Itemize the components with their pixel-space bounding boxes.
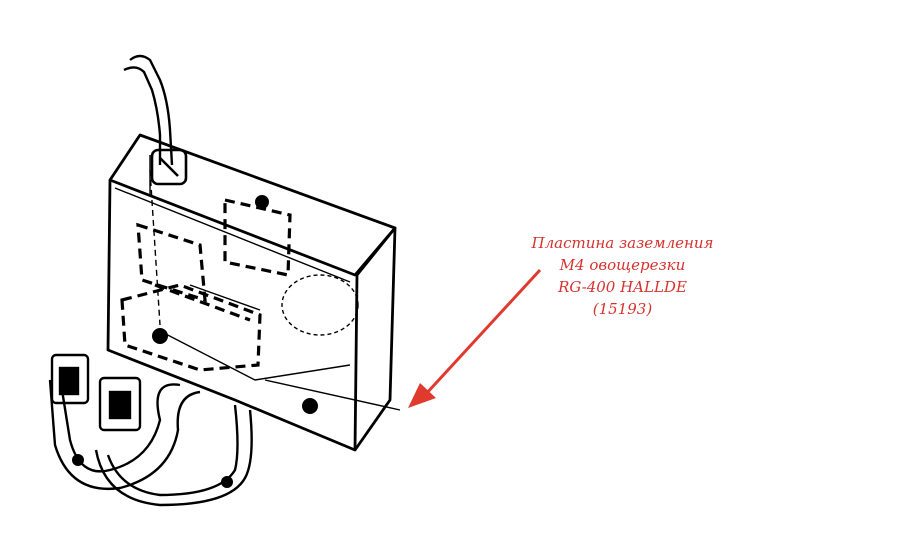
caption-line: Пластина заземления — [531, 234, 714, 252]
internal-components — [120, 197, 292, 372]
ribbon-cable — [48, 379, 253, 507]
cable-gland — [150, 148, 188, 186]
leader-arrow — [408, 268, 542, 408]
caption-line: М4 овощерезки — [559, 256, 686, 274]
caption-line: RG-400 HALLDE — [558, 278, 687, 296]
part-caption: Пластина заземления М4 овощерезки RG-400… — [500, 232, 745, 320]
housing — [106, 133, 397, 452]
internal-lines — [149, 155, 401, 411]
caption-line: (15193) — [592, 300, 653, 318]
cable — [123, 54, 174, 166]
connector-right — [98, 376, 142, 432]
connector-left — [50, 353, 90, 405]
